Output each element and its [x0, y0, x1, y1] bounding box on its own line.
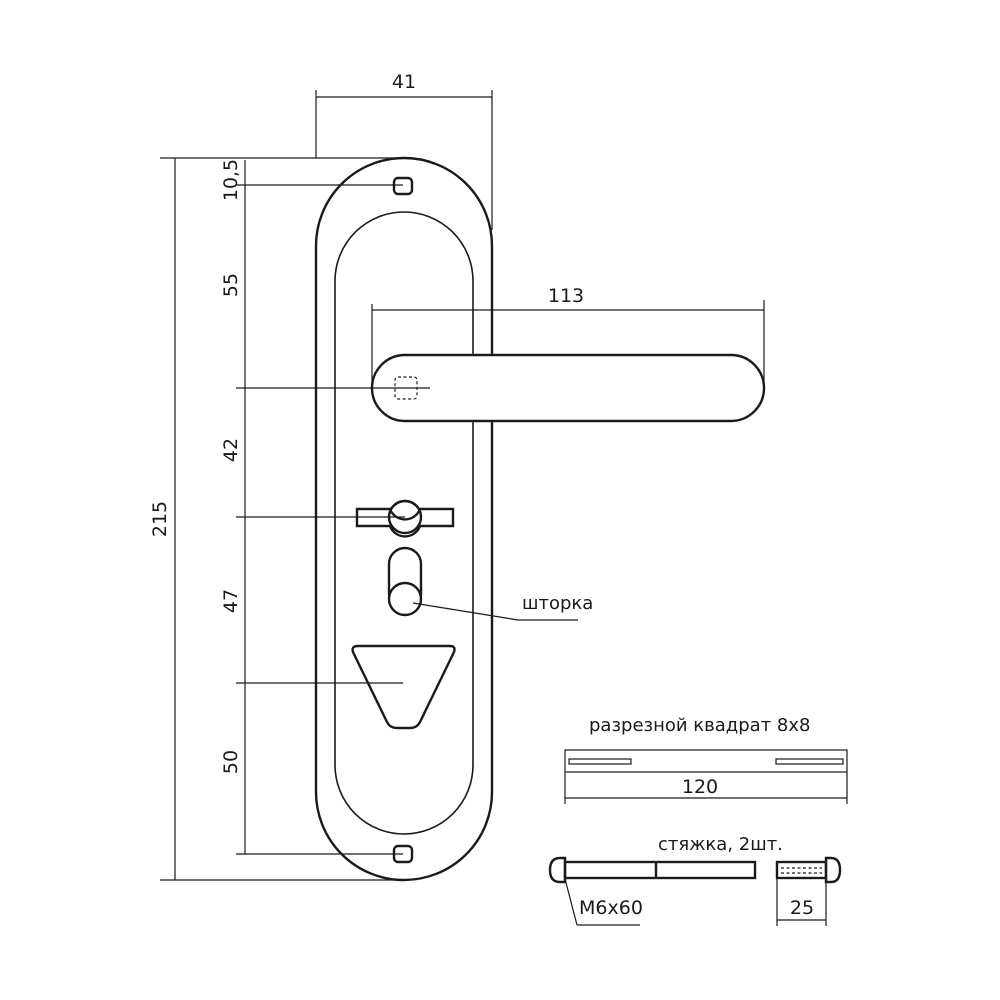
bolt-head: [548, 856, 567, 884]
backplate-inner-panel: [334, 211, 474, 835]
dimension-value: 41: [392, 71, 416, 93]
tie-bolt-assembly: стяжка, 2шт. М6х60 25: [548, 834, 842, 926]
dimension-value: 215: [149, 501, 171, 537]
shutter-label: шторка: [522, 593, 593, 614]
thumb-turn: [355, 499, 455, 538]
dimension-value: 50: [220, 750, 242, 774]
shutter-callout: шторка: [412, 593, 593, 621]
thumb-turn-bar: [355, 507, 455, 538]
spindle-length-label: 120: [682, 776, 718, 798]
dimension-value: 113: [548, 285, 584, 307]
top-screw-hole: [392, 176, 414, 196]
dimension-value: 10,5: [220, 159, 242, 201]
dimension-chain-vertical: 10,5 55 42 47 50: [220, 159, 430, 855]
dimension-value: 55: [220, 273, 242, 297]
dimension-value: 47: [220, 589, 242, 613]
split-square-spindle: разрезной квадрат 8х8 120: [564, 715, 848, 804]
dimension-plate-width: 41: [315, 71, 493, 230]
lever-handle-body: [370, 353, 766, 423]
emergency-release-cutout: [351, 644, 456, 730]
tie-bolt-size-label: М6х60: [579, 897, 643, 919]
dimension-total-height: 215: [149, 157, 404, 881]
sleeve-body: [775, 860, 828, 880]
shutter-knob: [387, 581, 423, 617]
spindle-body: [564, 749, 848, 773]
sleeve-length-label: 25: [790, 897, 814, 919]
bolt-shank: [563, 860, 757, 880]
tie-bolt-label: стяжка, 2шт.: [658, 834, 783, 855]
indicator-shutter: [387, 546, 423, 617]
dimension-handle-length: 113: [371, 285, 765, 390]
spindle-slot-right: [775, 758, 844, 765]
dimension-value: 42: [220, 438, 242, 462]
spindle-slot-left: [568, 758, 632, 765]
split-square-label: разрезной квадрат 8х8: [589, 715, 810, 736]
sleeve-head: [824, 856, 842, 884]
lever-handle: [370, 353, 766, 423]
